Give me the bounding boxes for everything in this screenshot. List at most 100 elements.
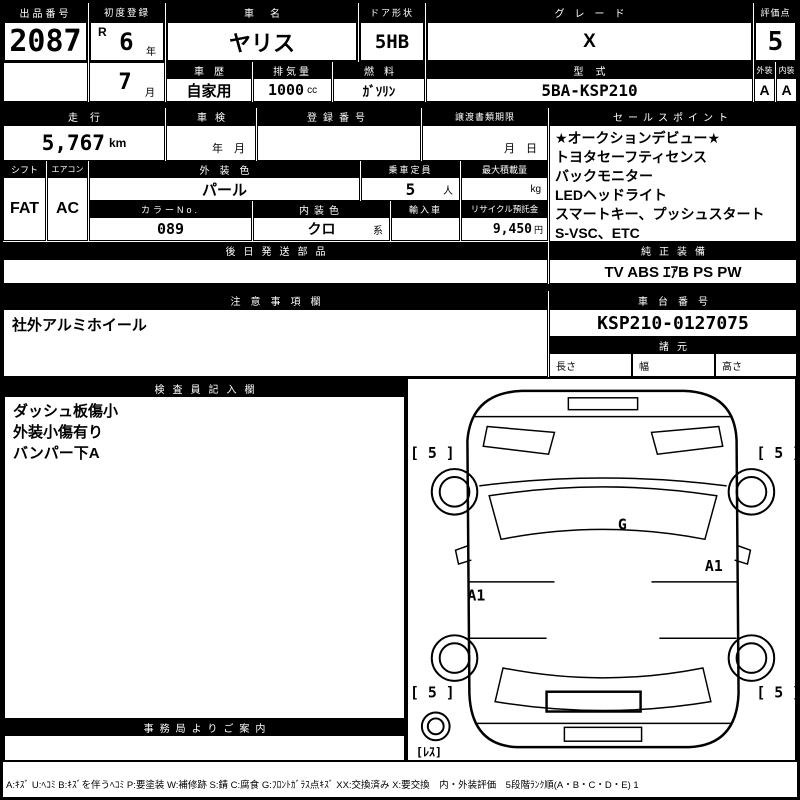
glass-mark: G — [618, 516, 627, 533]
model-code-header: 型式 — [426, 62, 753, 78]
fuel-header: 燃料 — [333, 62, 425, 78]
transfer-deadline-value: 月 日 — [422, 125, 548, 161]
inspector-header: 検査員記入欄 — [5, 379, 404, 397]
first-registration-year-cell: R 6 年 — [89, 21, 165, 62]
mileage-value: 5,767 km — [3, 125, 165, 161]
car-diagram: [ 5 ] [ 5 ] [ 5 ] [ 5 ] G A1 A1 [ﾚｽ] — [410, 389, 795, 759]
inspector-note-item: バンパー下A — [13, 445, 100, 462]
model-code-value: 5BA-KSP210 — [426, 78, 753, 102]
first-registration-header: 初度登録 — [89, 3, 165, 21]
later-parts-header: 後日発送部品 — [3, 242, 548, 259]
inspection-value: 年 月 — [166, 125, 256, 161]
era-letter: R — [98, 25, 107, 39]
tire-mark-rear-left: [ 5 ] — [410, 685, 455, 702]
month-unit: 月 — [145, 88, 155, 99]
car-detail-lines — [454, 397, 752, 742]
first-reg-month: 7 — [118, 69, 132, 95]
spare-mark: [ﾚｽ] — [416, 745, 442, 759]
exterior-color-value: パール — [89, 177, 360, 201]
capacity-unit: 人 — [443, 185, 453, 197]
inspection-header: 車検 — [166, 108, 256, 125]
displacement-unit: cc — [307, 84, 318, 96]
inspector-note-item: 外装小傷有り — [13, 424, 104, 441]
office-header: 事務局よりご案内 — [5, 718, 404, 736]
car-name-value: ヤリス — [166, 21, 358, 62]
equipment-header: 純正装備 — [549, 242, 797, 259]
caution-header: 注意事項欄 — [3, 291, 548, 309]
car-name-header: 車名 — [166, 3, 358, 21]
empty-cell-below-lot — [3, 62, 88, 102]
first-registration-month-cell: 7 月 — [89, 62, 165, 102]
sales-point-item: スマートキー、プッシュスタート — [555, 206, 765, 222]
history-value: 自家用 — [166, 78, 252, 102]
color-no-header: カラーNo. — [89, 201, 252, 217]
import-car-value — [391, 217, 460, 241]
car-wheels — [420, 468, 776, 742]
displacement-value: 1000 cc — [253, 78, 332, 102]
interior-grade-header: 内装 — [776, 62, 797, 78]
first-reg-year: 6 — [119, 27, 134, 56]
recycle-number: 9,450 — [492, 221, 532, 237]
aircon-header: エアコン — [47, 161, 88, 177]
mileage-unit: km — [108, 136, 127, 150]
spec-height-cell: 高さ — [715, 353, 797, 377]
displacement-number: 1000 — [267, 81, 305, 99]
car-body-outline — [466, 389, 740, 749]
grade-header: グレード — [426, 3, 753, 21]
spec-length-cell: 長さ — [549, 353, 632, 377]
equipment-value: TV ABS ｴｱB PS PW — [549, 259, 797, 284]
tire-mark-front-right: [ 5 ] — [756, 445, 795, 462]
lot-number-header: 出品番号 — [3, 3, 88, 21]
lot-number-value: 2087 — [3, 21, 88, 62]
inspector-panel — [3, 377, 406, 762]
capacity-header: 乗車定員 — [361, 161, 460, 177]
divider-band — [3, 102, 797, 108]
inspector-notes: ダッシュ板傷小 外装小傷有り バンパー下A — [5, 397, 404, 717]
mileage-number: 5,767 — [41, 131, 105, 155]
registration-number-value — [257, 125, 421, 161]
sales-points-header: セールスポイント — [549, 108, 797, 125]
sales-point-item: バックモニター — [555, 168, 653, 184]
door-shape-header: ドア形状 — [359, 3, 425, 21]
sales-point-item: ★オークションデビュー★ — [555, 130, 721, 146]
registration-number-header: 登録番号 — [257, 108, 421, 125]
year-unit: 年 — [146, 47, 156, 58]
sales-point-item: トヨタセーフティセンス — [555, 149, 708, 165]
transfer-deadline-header: 譲渡書類期限 — [422, 108, 548, 125]
max-load-value: kg — [461, 177, 548, 201]
score-value: 5 — [754, 21, 797, 62]
exterior-grade-header: 外装 — [754, 62, 775, 78]
divider-band — [3, 284, 797, 291]
tire-mark-rear-right: [ 5 ] — [756, 685, 795, 702]
exterior-color-header: 外装色 — [89, 161, 360, 177]
capacity-number: 5 — [405, 179, 416, 199]
inspector-note-item: ダッシュ板傷小 — [13, 403, 119, 420]
max-load-header: 最大積載量 — [461, 161, 548, 177]
interior-color-value: クロ 系 — [253, 217, 390, 241]
sales-point-item: S-VSC、ETC — [555, 225, 640, 241]
spec-width-cell: 幅 — [632, 353, 715, 377]
sales-point-item: LEDヘッドライト — [555, 187, 667, 203]
shift-header: シフト — [3, 161, 46, 177]
sales-points-list: ★オークションデビュー★ トヨタセーフティセンス バックモニター LEDヘッドラ… — [549, 125, 797, 242]
panel-mark-left: A1 — [467, 588, 485, 605]
capacity-value: 5 人 — [361, 177, 460, 201]
color-no-value: 089 — [89, 217, 252, 241]
displacement-header: 排気量 — [253, 62, 332, 78]
later-parts-value — [3, 259, 548, 284]
shift-value: FAT — [3, 177, 46, 241]
exterior-grade-value: A — [754, 78, 775, 102]
chassis-number-value: KSP210-0127075 — [549, 309, 797, 337]
panel-mark-right: A1 — [705, 558, 723, 575]
history-header: 車歴 — [166, 62, 252, 78]
fuel-value: ｶﾞｿﾘﾝ — [333, 78, 425, 102]
grade-value: X — [426, 21, 753, 62]
interior-color-header: 内装色 — [253, 201, 390, 217]
score-header: 評価点 — [754, 3, 797, 21]
import-car-header: 輸入車 — [391, 201, 460, 217]
caution-value: 社外アルミホイール — [3, 309, 548, 377]
door-shape-value: 5HB — [359, 21, 425, 62]
chassis-number-header: 車台番号 — [549, 291, 797, 309]
specs-header: 諸元 — [549, 337, 797, 353]
